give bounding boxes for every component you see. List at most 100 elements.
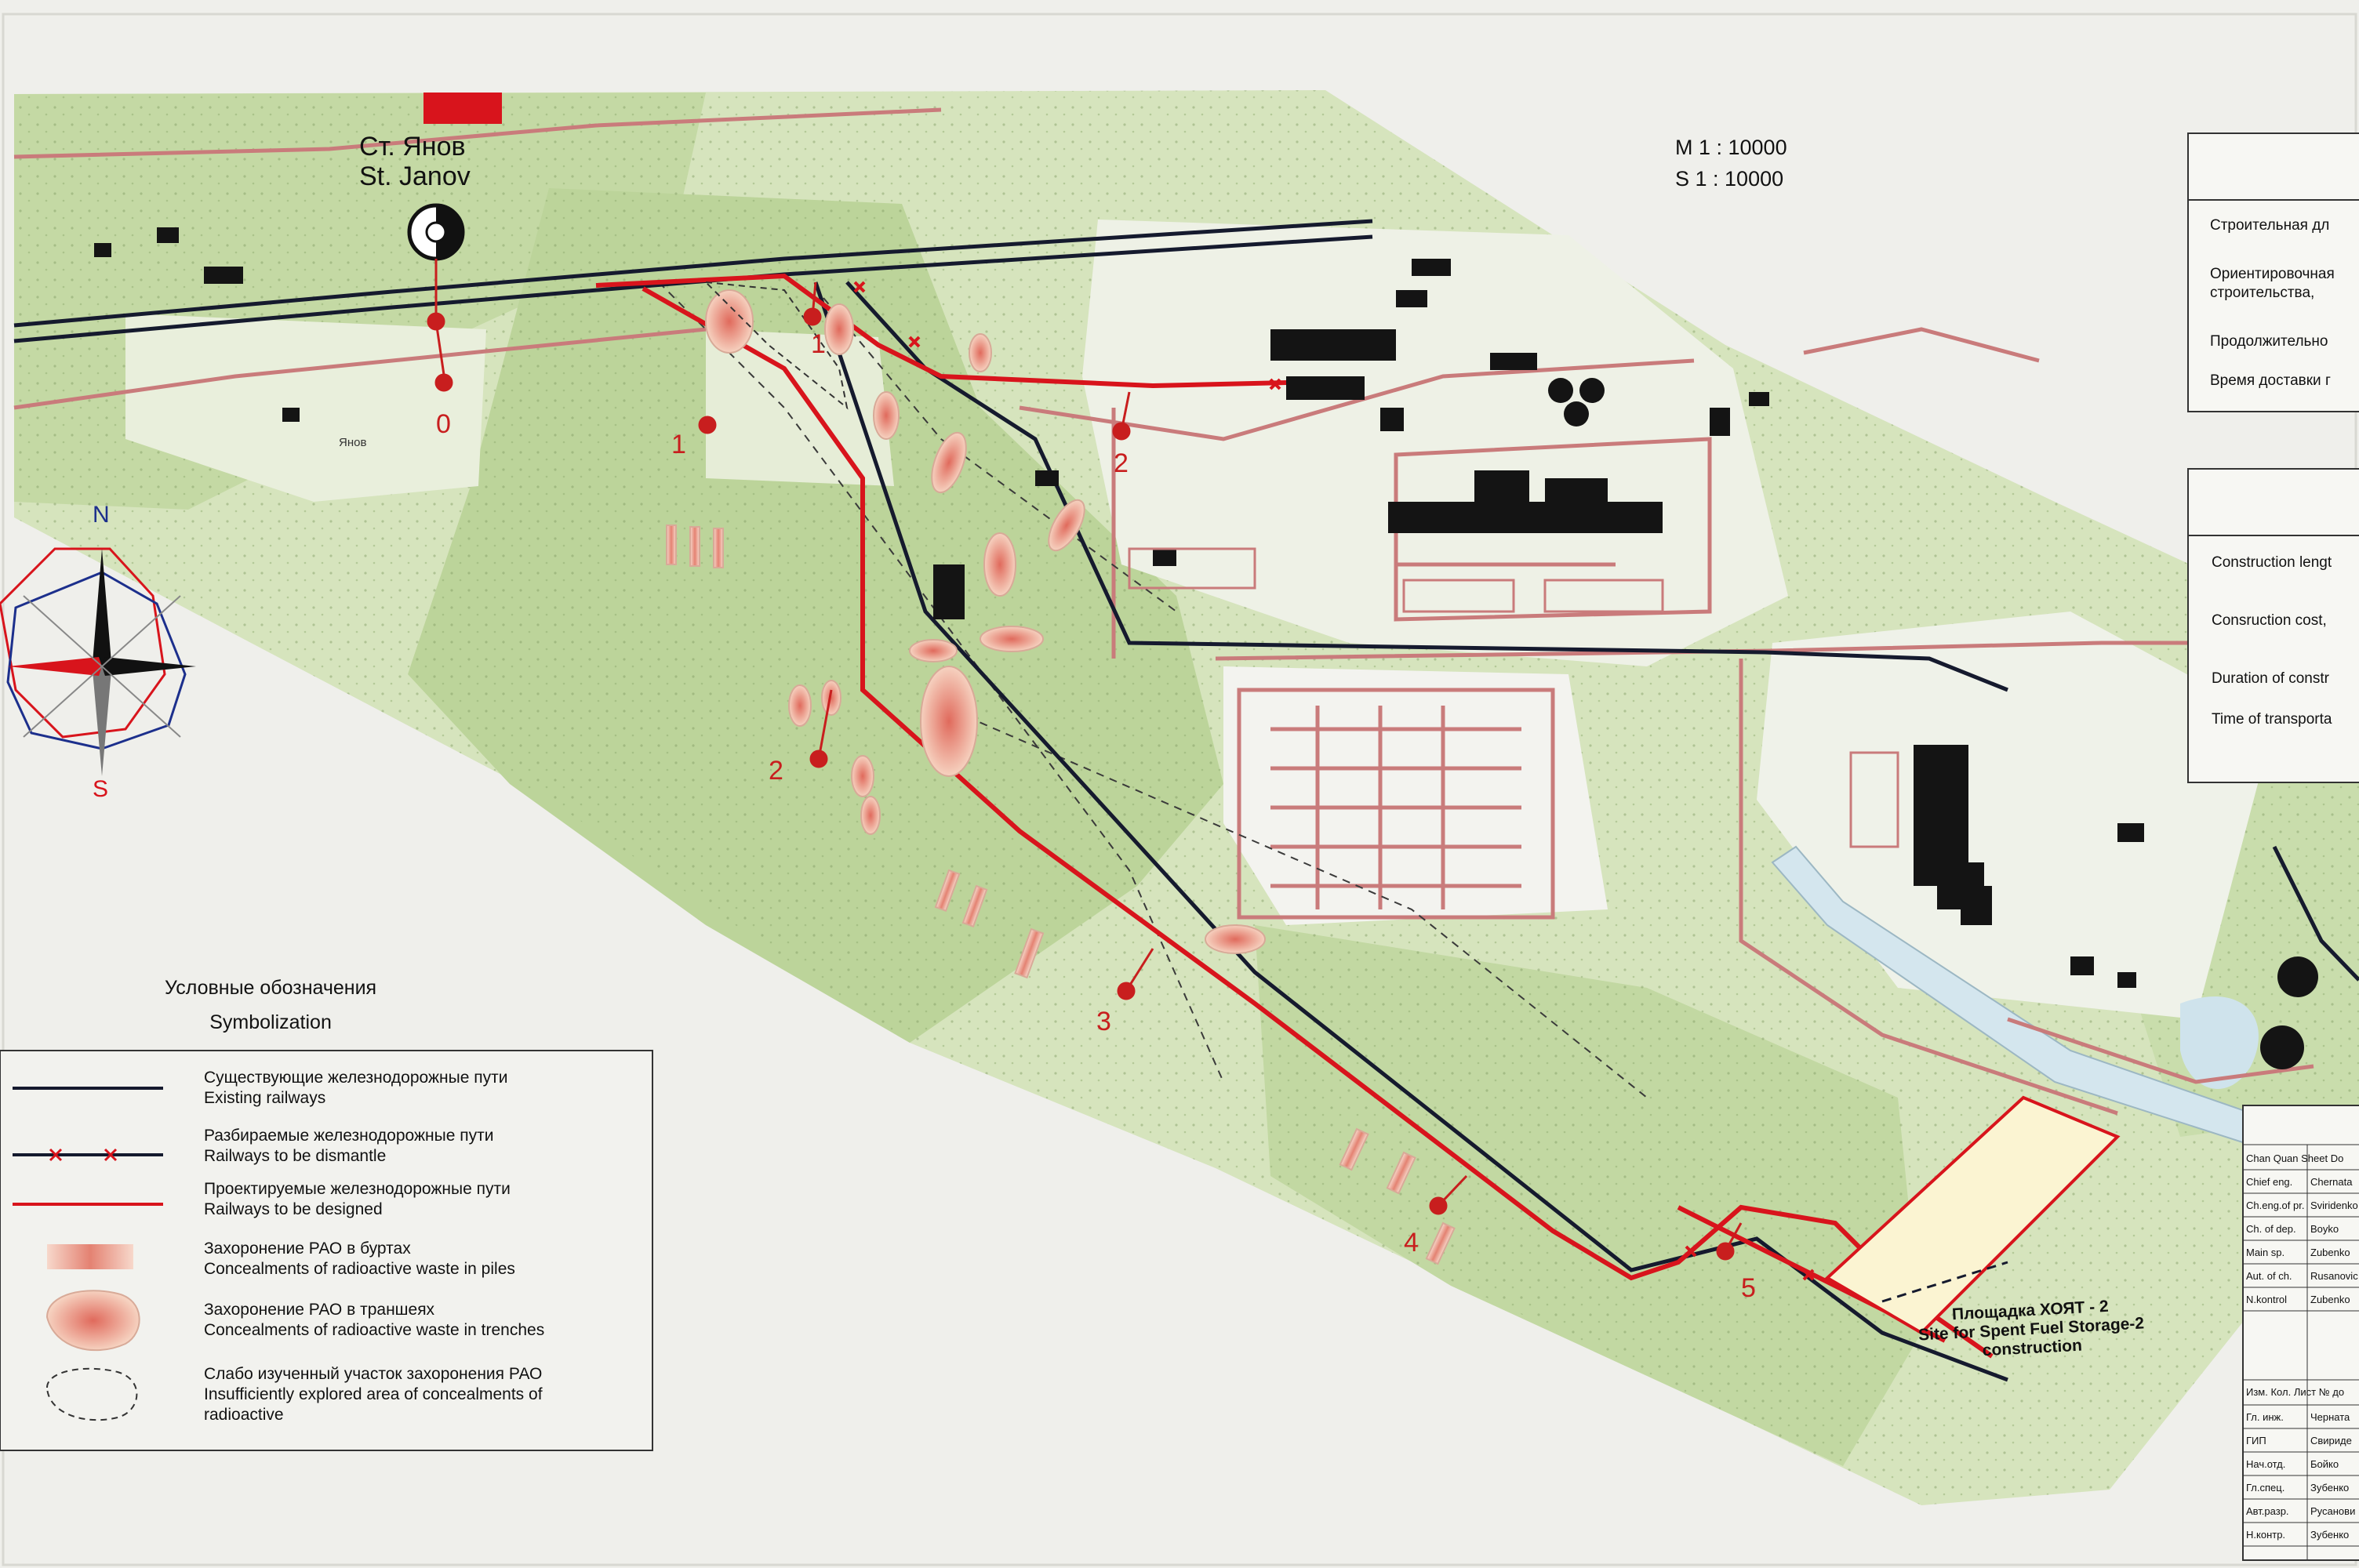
info-ru-1: Ориентировочная xyxy=(2210,266,2335,282)
buildings xyxy=(94,227,2318,1069)
scale-ru: М 1 : 10000 xyxy=(1675,136,1787,159)
info-ru-4: Время доставки г xyxy=(2210,372,2331,389)
industrial-blocks xyxy=(1128,547,1899,848)
tb-hr1: Кол. xyxy=(2270,1386,2292,1398)
tb-name-en-3: Zubenko xyxy=(2310,1247,2350,1258)
info-panels xyxy=(2187,132,2359,783)
red-block-top xyxy=(423,93,502,124)
legend-trenches-en: Concealments of radioactive waste in tre… xyxy=(204,1321,545,1339)
compass-rose xyxy=(0,547,196,776)
marker-label-4: 4 xyxy=(1404,1228,1419,1258)
title-block xyxy=(2242,1105,2359,1561)
tb-name-en-4: Rusanovic xyxy=(2310,1270,2358,1282)
tb-header-ru: Изм. Кол. Лист № до xyxy=(2246,1386,2344,1398)
tb-name-ru-3: Зубенко xyxy=(2310,1482,2350,1494)
tb-header-en: Chan Quan Sheet Do xyxy=(2246,1152,2343,1164)
legend-symbol-dismantle xyxy=(13,1148,163,1162)
compass-north-label: N xyxy=(93,502,110,528)
tb-name-en-2: Boyko xyxy=(2310,1223,2339,1235)
tb-name-ru-0: Черната xyxy=(2310,1411,2350,1423)
tb-role-en-2: Ch. of dep. xyxy=(2246,1223,2296,1235)
info-ru-0: Строительная дл xyxy=(2210,217,2330,234)
legend-symbol-unexplored xyxy=(45,1367,138,1421)
tb-role-en-0: Chief eng. xyxy=(2246,1176,2293,1188)
info-ru-2: строительства, xyxy=(2210,285,2315,301)
dismantle-marks xyxy=(853,281,1815,1281)
legend-piles-en: Concealments of radioactive waste in pil… xyxy=(204,1260,515,1278)
info-en-0: Construction lengt xyxy=(2212,554,2332,571)
village-label: Янов xyxy=(339,436,367,449)
tb-role-ru-1: ГИП xyxy=(2246,1435,2266,1446)
legend-symbol-trenches xyxy=(45,1290,140,1352)
tb-h3: Do xyxy=(2330,1152,2344,1164)
tb-name-en-5: Zubenko xyxy=(2310,1294,2350,1305)
legend-title-en: Symbolization xyxy=(209,1011,332,1033)
legend-unexplored-ru: Слабо изученный участок захоронения РАО xyxy=(204,1365,543,1383)
tb-role-en-4: Aut. of ch. xyxy=(2246,1270,2292,1282)
legend-existing-en: Existing railways xyxy=(204,1089,326,1107)
tb-name-en-1: Sviridenko xyxy=(2310,1200,2358,1211)
legend-box xyxy=(0,1050,653,1451)
legend-dismantle-en: Railways to be dismantle xyxy=(204,1147,387,1165)
legend-unexplored-en: Insufficiently explored area of concealm… xyxy=(204,1385,543,1403)
info-en-3: Time of transporta xyxy=(2212,711,2332,728)
marker-label-2b: 2 xyxy=(769,756,783,786)
marker-pins xyxy=(427,259,1743,1261)
marker-label-3: 3 xyxy=(1096,1007,1111,1036)
legend-piles-ru: Захоронение РАО в буртах xyxy=(204,1240,411,1258)
tb-role-en-1: Ch.eng.of pr. xyxy=(2246,1200,2305,1211)
tb-hr0: Изм. xyxy=(2246,1386,2268,1398)
legend-title-ru: Условные обозначения xyxy=(165,977,377,999)
legend-designed-en: Railways to be designed xyxy=(204,1200,383,1218)
map-area xyxy=(13,90,2359,1505)
legend-dismantle-ru: Разбираемые железнодорожные пути xyxy=(204,1127,494,1145)
tb-hr3: № до xyxy=(2318,1386,2345,1398)
info-en-1: Consruction cost, xyxy=(2212,612,2327,629)
legend-entry-dismantle: Разбираемые железнодорожные пути Railway… xyxy=(204,1126,493,1167)
station-name-ru: Ст. Янов xyxy=(359,132,466,162)
tb-role-ru-2: Нач.отд. xyxy=(2246,1458,2286,1470)
marker-label-1b: 1 xyxy=(671,430,686,459)
legend-entry-trenches: Захоронение РАО в траншеях Concealments … xyxy=(204,1300,544,1341)
legend-entry-unexplored: Слабо изученный участок захоронения РАО … xyxy=(204,1364,543,1425)
tb-name-ru-1: Свириде xyxy=(2310,1435,2352,1446)
info-ru-3: Продолжительно xyxy=(2210,333,2328,350)
tb-role-ru-3: Гл.спец. xyxy=(2246,1482,2285,1494)
scale-en: S 1 : 10000 xyxy=(1675,167,1784,191)
station-name-en: St. Janov xyxy=(359,162,471,191)
waste-piles-areas xyxy=(666,524,1456,1265)
compass-south-label: S xyxy=(93,776,109,802)
station-symbol xyxy=(407,203,465,261)
site-storage-area xyxy=(1824,1095,2121,1335)
legend-title: Условные обозначения Symbolization xyxy=(165,971,376,1040)
tb-name-ru-4: Русанови xyxy=(2310,1505,2356,1517)
legend-symbol-piles xyxy=(47,1244,133,1269)
tb-name-ru-5: Зубенко xyxy=(2310,1529,2350,1541)
tb-h0: Chan xyxy=(2246,1152,2271,1164)
tb-role-ru-0: Гл. инж. xyxy=(2246,1411,2284,1423)
waste-trenches-areas xyxy=(705,289,1266,954)
legend-unexplored-en2: radioactive xyxy=(204,1406,284,1424)
tb-h2: Sheet xyxy=(2301,1152,2328,1164)
legend-trenches-ru: Захоронение РАО в траншеях xyxy=(204,1301,435,1319)
tb-h1: Quan xyxy=(2273,1152,2299,1164)
legend-entry-designed: Проектируемые железнодорожные пути Railw… xyxy=(204,1179,511,1220)
tb-role-ru-4: Авт.разр. xyxy=(2246,1505,2289,1517)
legend-entry-piles: Захоронение РАО в буртах Concealments of… xyxy=(204,1239,515,1279)
tb-role-en-5: N.kontrol xyxy=(2246,1294,2288,1305)
legend-designed-ru: Проектируемые железнодорожные пути xyxy=(204,1180,511,1198)
tb-hr2: Лист xyxy=(2293,1386,2317,1398)
tb-role-en-3: Main sp. xyxy=(2246,1247,2285,1258)
tb-name-en-0: Chernata xyxy=(2310,1176,2353,1188)
info-en-2: Duration of constr xyxy=(2212,670,2329,687)
tb-name-ru-2: Бойко xyxy=(2310,1458,2339,1470)
station-label: Ст. Янов St. Janov xyxy=(359,132,471,191)
legend-entry-existing: Существующие железнодорожные пути Existi… xyxy=(204,1068,507,1109)
site-label: Площадка ХОЯТ - 2 Site for Spent Fuel St… xyxy=(1917,1296,2146,1364)
legend-existing-ru: Существующие железнодорожные пути xyxy=(204,1069,508,1087)
tb-role-ru-5: Н.контр. xyxy=(2246,1529,2286,1541)
marker-label-5: 5 xyxy=(1741,1273,1756,1303)
unexplored-dashed-area xyxy=(703,281,849,410)
marker-label-1a: 1 xyxy=(811,329,826,359)
